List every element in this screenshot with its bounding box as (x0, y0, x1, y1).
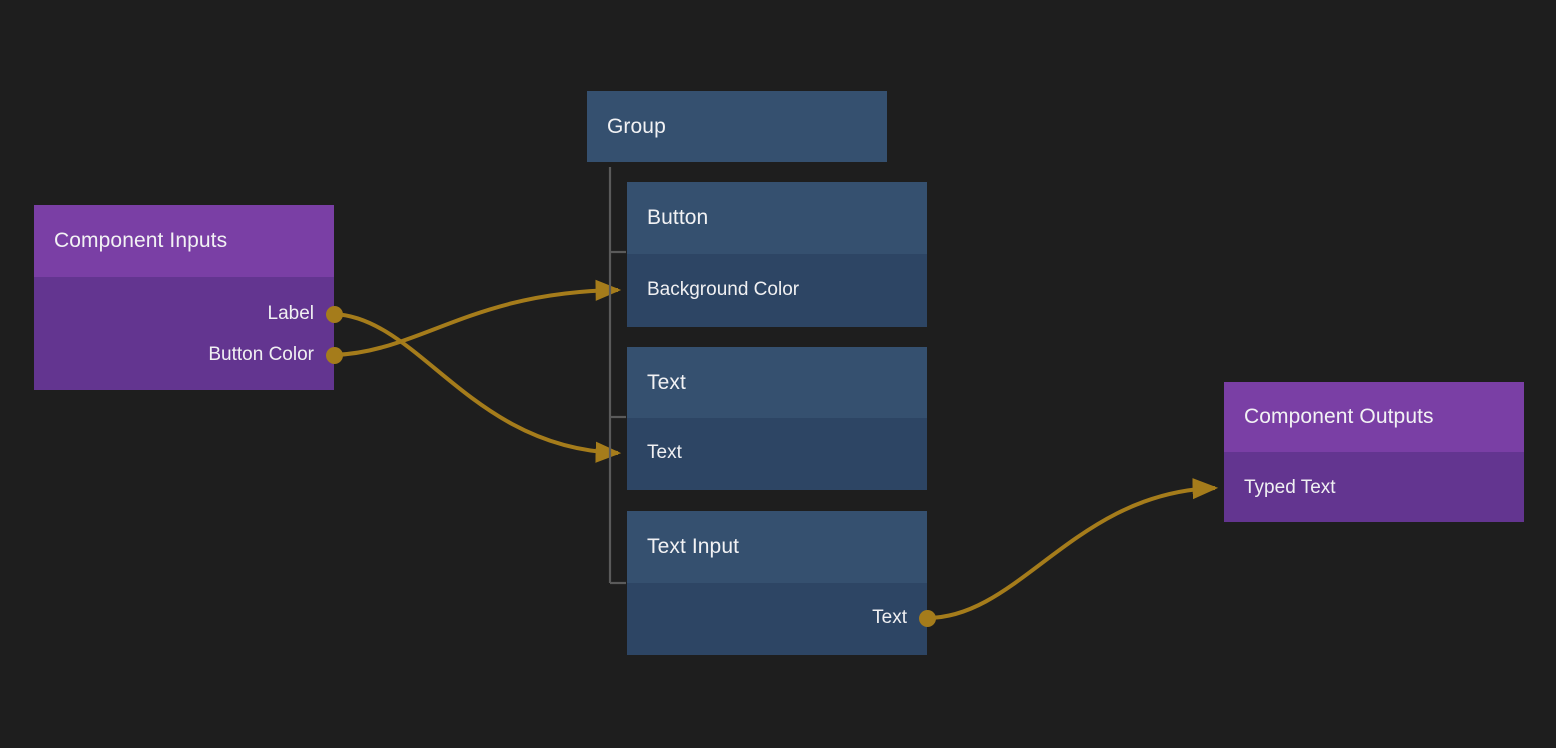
edge-text-input-to-typed-text (926, 478, 1219, 620)
node-text-input[interactable]: Text Input Text (627, 511, 936, 655)
node-title: Text Input (647, 535, 740, 558)
port-row-label[interactable]: Label (34, 301, 343, 327)
node-title: Component Outputs (1244, 405, 1434, 428)
node-header-button[interactable]: Button (627, 182, 927, 254)
node-text[interactable]: Text Text (627, 347, 927, 490)
node-header-group[interactable]: Group (587, 91, 887, 162)
port-row-typed-text[interactable]: Typed Text (1224, 475, 1524, 501)
port-row-text-in[interactable]: Text (627, 440, 927, 466)
port-dot-button-color[interactable] (325, 346, 343, 364)
edge-label-to-text (333, 312, 622, 463)
port-label: Text (872, 607, 907, 628)
port-label: Button Color (208, 344, 314, 365)
port-label: Typed Text (1244, 477, 1336, 498)
port-row-background-color[interactable]: Background Color (627, 277, 927, 303)
node-header-component-inputs[interactable]: Component Inputs (34, 205, 334, 277)
node-component-outputs[interactable]: Component Outputs Typed Text (1224, 382, 1524, 522)
node-body-text-input: Text (627, 583, 936, 655)
node-body-component-inputs: Label Button Color (34, 277, 343, 390)
port-label: Label (267, 303, 315, 324)
port-label: Background Color (647, 279, 800, 300)
node-component-inputs[interactable]: Component Inputs Label Button Color (34, 205, 343, 390)
node-title: Component Inputs (54, 229, 228, 252)
edge-button-color-to-background-color (333, 279, 622, 357)
port-dot-label[interactable] (325, 305, 343, 323)
node-group[interactable]: Group (587, 91, 887, 162)
node-title: Button (647, 206, 709, 229)
node-body-button: Background Color (627, 254, 927, 327)
port-dot-text-out[interactable] (918, 609, 936, 627)
node-header-text[interactable]: Text (627, 347, 927, 418)
node-body-component-outputs: Typed Text (1224, 452, 1524, 522)
node-button[interactable]: Button Background Color (627, 182, 927, 327)
node-title: Text (647, 370, 686, 394)
node-header-text-input[interactable]: Text Input (627, 511, 927, 583)
port-label: Text (647, 442, 682, 463)
node-title: Group (607, 114, 666, 138)
node-body-text: Text (627, 418, 927, 490)
node-header-component-outputs[interactable]: Component Outputs (1224, 382, 1524, 452)
port-row-text-out[interactable]: Text (627, 605, 936, 631)
port-row-button-color[interactable]: Button Color (34, 342, 343, 368)
